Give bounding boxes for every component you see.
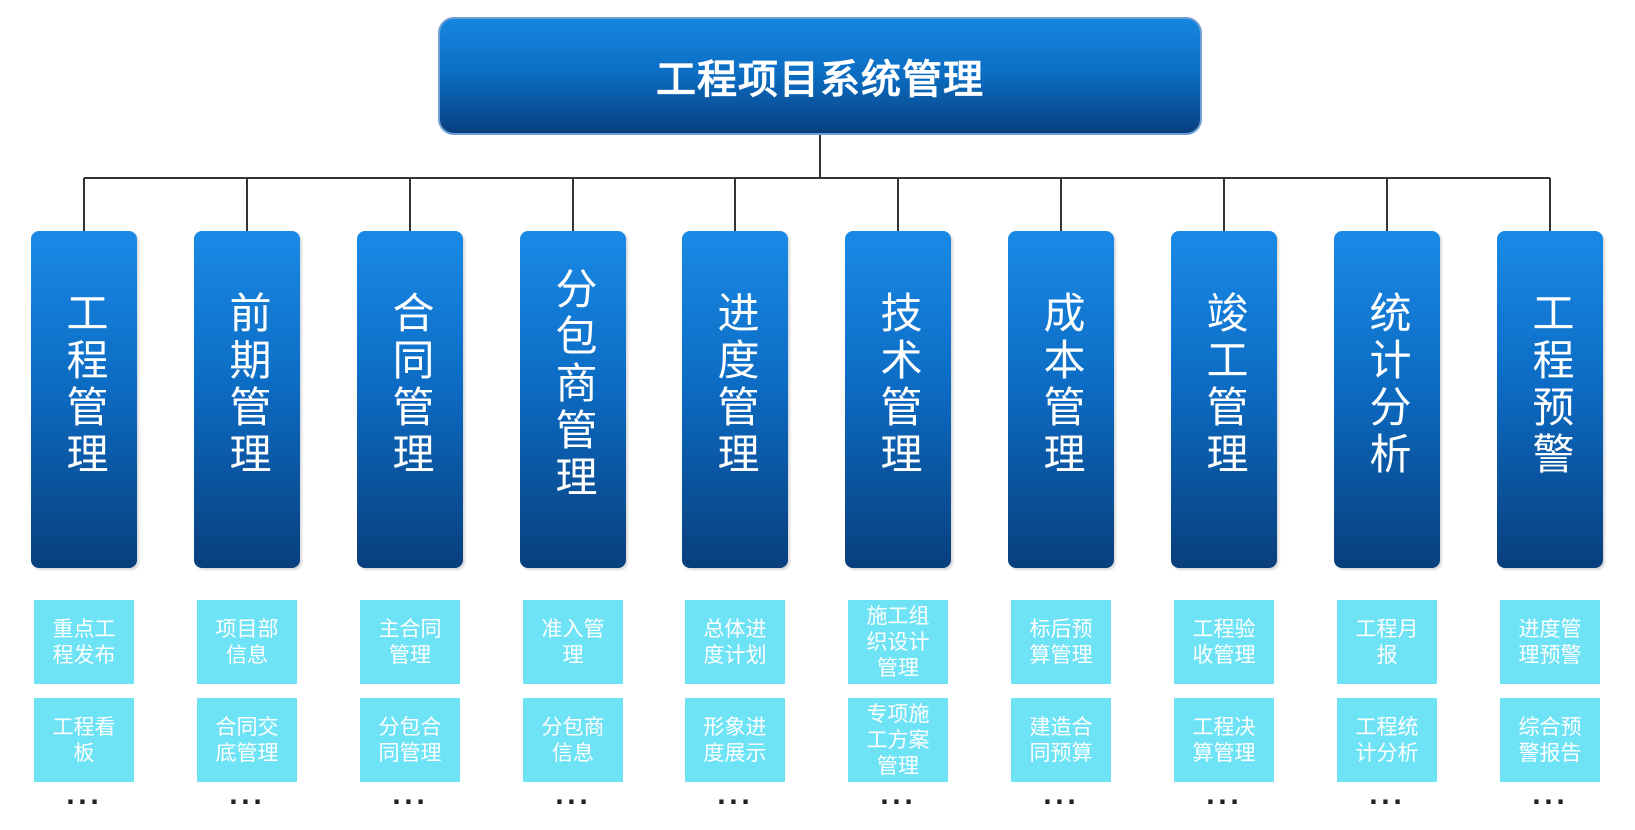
category-title: 工程管理	[60, 290, 109, 479]
sub-item: 标后预算管理	[1011, 600, 1111, 684]
sub-item: 准入管理	[523, 600, 623, 684]
category-title: 分包商管理	[549, 267, 598, 502]
sub-item-label: 主合同管理	[378, 617, 442, 667]
more-ellipsis: ···	[554, 788, 592, 816]
category-title: 前期管理	[223, 290, 272, 479]
sub-item: 建造合同预算	[1011, 698, 1111, 782]
sub-item: 综合预警报告	[1500, 698, 1600, 782]
sub-item: 工程统计分析	[1337, 698, 1437, 782]
sub-item-label: 施工组织设计管理	[866, 604, 930, 680]
more-ellipsis: ···	[228, 788, 266, 816]
sub-item: 合同交底管理	[197, 698, 297, 782]
sub-item: 工程看板	[34, 698, 134, 782]
sub-item: 分包合同管理	[360, 698, 460, 782]
sub-item-label: 工程验收管理	[1192, 617, 1256, 667]
sub-item-label: 工程看板	[52, 715, 116, 765]
sub-item-label: 分包合同管理	[378, 715, 442, 765]
sub-item: 重点工程发布	[34, 600, 134, 684]
category-node: 前期管理	[194, 231, 300, 568]
category-node: 技术管理	[845, 231, 951, 568]
sub-item-label: 工程统计分析	[1355, 715, 1419, 765]
sub-item: 进度管理预警	[1500, 600, 1600, 684]
root-node: 工程项目系统管理	[438, 17, 1202, 135]
category-node: 进度管理	[682, 231, 788, 568]
more-ellipsis: ···	[1368, 788, 1406, 816]
sub-item-label: 形象进度展示	[703, 715, 767, 765]
sub-item-label: 项目部信息	[215, 617, 279, 667]
category-title: 进度管理	[711, 290, 760, 479]
sub-item-label: 合同交底管理	[215, 715, 279, 765]
category-node: 竣工管理	[1171, 231, 1277, 568]
sub-item-label: 标后预算管理	[1029, 617, 1093, 667]
more-ellipsis: ···	[879, 788, 917, 816]
more-ellipsis: ···	[1531, 788, 1569, 816]
category-node: 统计分析	[1334, 231, 1440, 568]
category-title: 工程预警	[1526, 290, 1575, 479]
sub-item: 项目部信息	[197, 600, 297, 684]
sub-item-label: 准入管理	[541, 617, 605, 667]
sub-item-label: 建造合同预算	[1029, 715, 1093, 765]
sub-item: 主合同管理	[360, 600, 460, 684]
category-title: 技术管理	[874, 290, 923, 479]
sub-item-label: 综合预警报告	[1518, 715, 1582, 765]
sub-item-label: 工程月报	[1355, 617, 1419, 667]
sub-item: 工程月报	[1337, 600, 1437, 684]
sub-item-label: 总体进度计划	[703, 617, 767, 667]
sub-item-label: 进度管理预警	[1518, 617, 1582, 667]
category-node: 成本管理	[1008, 231, 1114, 568]
category-title: 竣工管理	[1200, 290, 1249, 479]
category-node: 工程管理	[31, 231, 137, 568]
category-node: 合同管理	[357, 231, 463, 568]
root-title: 工程项目系统管理	[656, 57, 984, 103]
category-title: 统计分析	[1363, 290, 1412, 479]
sub-item-label: 工程决算管理	[1192, 715, 1256, 765]
more-ellipsis: ···	[1205, 788, 1243, 816]
more-ellipsis: ···	[391, 788, 429, 816]
sub-item: 总体进度计划	[685, 600, 785, 684]
sub-item: 分包商信息	[523, 698, 623, 782]
sub-item: 专项施工方案管理	[848, 698, 948, 782]
more-ellipsis: ···	[1042, 788, 1080, 816]
sub-item: 工程决算管理	[1174, 698, 1274, 782]
sub-item-label: 重点工程发布	[52, 617, 116, 667]
category-title: 合同管理	[386, 290, 435, 479]
sub-item-label: 专项施工方案管理	[866, 702, 930, 778]
more-ellipsis: ···	[716, 788, 754, 816]
sub-item-label: 分包商信息	[541, 715, 605, 765]
category-node: 分包商管理	[520, 231, 626, 568]
category-title: 成本管理	[1037, 290, 1086, 479]
more-ellipsis: ···	[65, 788, 103, 816]
sub-item: 工程验收管理	[1174, 600, 1274, 684]
sub-item: 施工组织设计管理	[848, 600, 948, 684]
sub-item: 形象进度展示	[685, 698, 785, 782]
category-node: 工程预警	[1497, 231, 1603, 568]
